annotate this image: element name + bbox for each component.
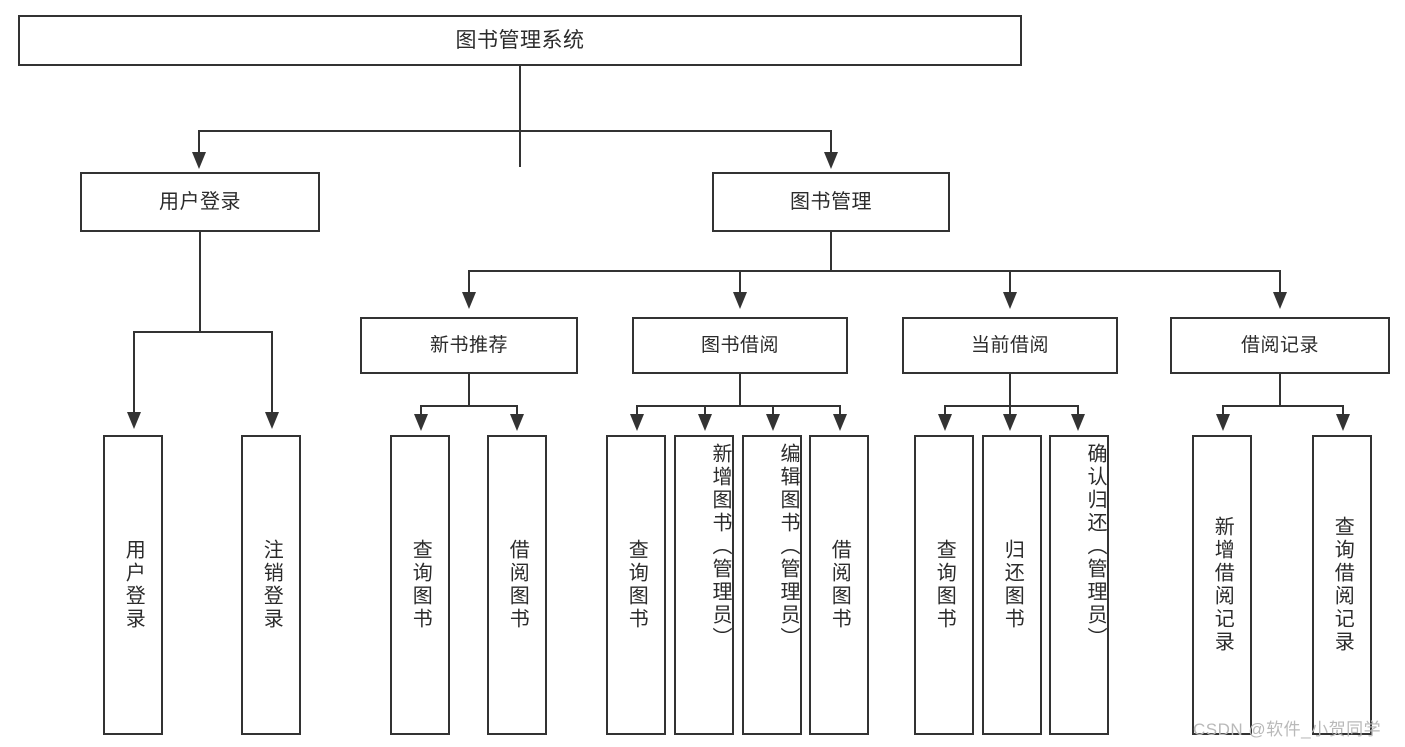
- leaf-user-login[interactable]: 用户登录: [103, 435, 163, 735]
- node-book-borrow[interactable]: 图书借阅: [632, 317, 848, 374]
- leaf-query-book-current[interactable]: 查询图书: [914, 435, 974, 735]
- node-borrow-record[interactable]: 借阅记录: [1170, 317, 1390, 374]
- connector-borrow-record-stem: [1279, 374, 1281, 406]
- leaf-add-borrow-record[interactable]: 新增借阅记录: [1192, 435, 1252, 735]
- connector-drop-bb-leaf-4: [839, 405, 841, 418]
- connector-drop-cb-leaf-2: [1009, 405, 1011, 418]
- node-current-borrow[interactable]: 当前借阅: [902, 317, 1118, 374]
- leaf-return-book[interactable]: 归还图书: [982, 435, 1042, 735]
- connector-drop-new-book: [468, 270, 470, 295]
- connector-book-borrow-bus: [636, 405, 840, 407]
- connector-drop-cb-leaf-1: [944, 405, 946, 418]
- arrow-borrow-record: [1273, 292, 1287, 309]
- arrow-book-management: [824, 152, 838, 169]
- connector-drop-bb-leaf-2: [704, 405, 706, 418]
- connector-drop-leaf-logout: [271, 331, 273, 415]
- leaf-query-borrow-record[interactable]: 查询借阅记录: [1312, 435, 1372, 735]
- arrow-book-borrow: [733, 292, 747, 309]
- arrow-bb-leaf-4: [833, 414, 847, 431]
- connector-drop-book-borrow: [739, 270, 741, 295]
- arrow-cb-leaf-1: [938, 414, 952, 431]
- connector-drop-nb-leaf-1: [420, 405, 422, 418]
- connector-drop-borrow-record: [1279, 270, 1281, 295]
- arrow-user-login: [192, 152, 206, 169]
- arrow-br-leaf-1: [1216, 414, 1230, 431]
- connector-drop-current-borrow: [1009, 270, 1011, 295]
- arrow-current-borrow: [1003, 292, 1017, 309]
- node-user-login[interactable]: 用户登录: [80, 172, 320, 232]
- arrow-cb-leaf-2: [1003, 414, 1017, 431]
- node-new-book-recommend[interactable]: 新书推荐: [360, 317, 578, 374]
- connector-drop-br-leaf-1: [1222, 405, 1224, 418]
- connector-drop-bb-leaf-3: [772, 405, 774, 418]
- connector-drop-bb-leaf-1: [636, 405, 638, 418]
- connector-new-book-bus: [420, 405, 517, 407]
- node-root-book-management-system[interactable]: 图书管理系统: [18, 15, 1022, 66]
- connector-root-stem: [519, 66, 521, 167]
- arrow-leaf-logout: [265, 412, 279, 429]
- arrow-nb-leaf-1: [414, 414, 428, 431]
- connector-level2-bus: [468, 270, 1280, 272]
- arrow-bb-leaf-2: [698, 414, 712, 431]
- leaf-edit-book-admin[interactable]: 编辑图书（管理员）: [742, 435, 802, 735]
- connector-drop-cb-leaf-3: [1077, 405, 1079, 418]
- watermark-text: CSDN @软件_小贺同学: [1193, 720, 1382, 739]
- arrow-leaf-user-login: [127, 412, 141, 429]
- connector-borrow-record-bus: [1222, 405, 1343, 407]
- arrow-nb-leaf-2: [510, 414, 524, 431]
- arrow-new-book-recommend: [462, 292, 476, 309]
- connector-current-borrow-stem: [1009, 374, 1011, 406]
- leaf-add-book-admin[interactable]: 新增图书（管理员）: [674, 435, 734, 735]
- leaf-query-book-borrow[interactable]: 查询图书: [606, 435, 666, 735]
- connector-current-borrow-bus: [944, 405, 1078, 407]
- connector-level1-bus: [198, 130, 832, 132]
- arrow-bb-leaf-3: [766, 414, 780, 431]
- connector-drop-user-login: [198, 130, 200, 155]
- connector-book-borrow-stem: [739, 374, 741, 406]
- connector-user-login-stem: [199, 232, 201, 332]
- connector-drop-br-leaf-2: [1342, 405, 1344, 418]
- connector-user-login-bus: [133, 331, 273, 333]
- connector-book-management-stem: [830, 232, 832, 272]
- arrow-bb-leaf-1: [630, 414, 644, 431]
- leaf-confirm-return-admin[interactable]: 确认归还（管理员）: [1049, 435, 1109, 735]
- leaf-query-book-recommend[interactable]: 查询图书: [390, 435, 450, 735]
- leaf-logout[interactable]: 注销登录: [241, 435, 301, 735]
- arrow-br-leaf-2: [1336, 414, 1350, 431]
- connector-new-book-stem: [468, 374, 470, 406]
- connector-drop-leaf-user-login: [133, 331, 135, 415]
- connector-drop-nb-leaf-2: [516, 405, 518, 418]
- arrow-cb-leaf-3: [1071, 414, 1085, 431]
- leaf-borrow-book[interactable]: 借阅图书: [809, 435, 869, 735]
- connector-drop-book-management: [830, 130, 832, 155]
- node-book-management[interactable]: 图书管理: [712, 172, 950, 232]
- leaf-borrow-book-recommend[interactable]: 借阅图书: [487, 435, 547, 735]
